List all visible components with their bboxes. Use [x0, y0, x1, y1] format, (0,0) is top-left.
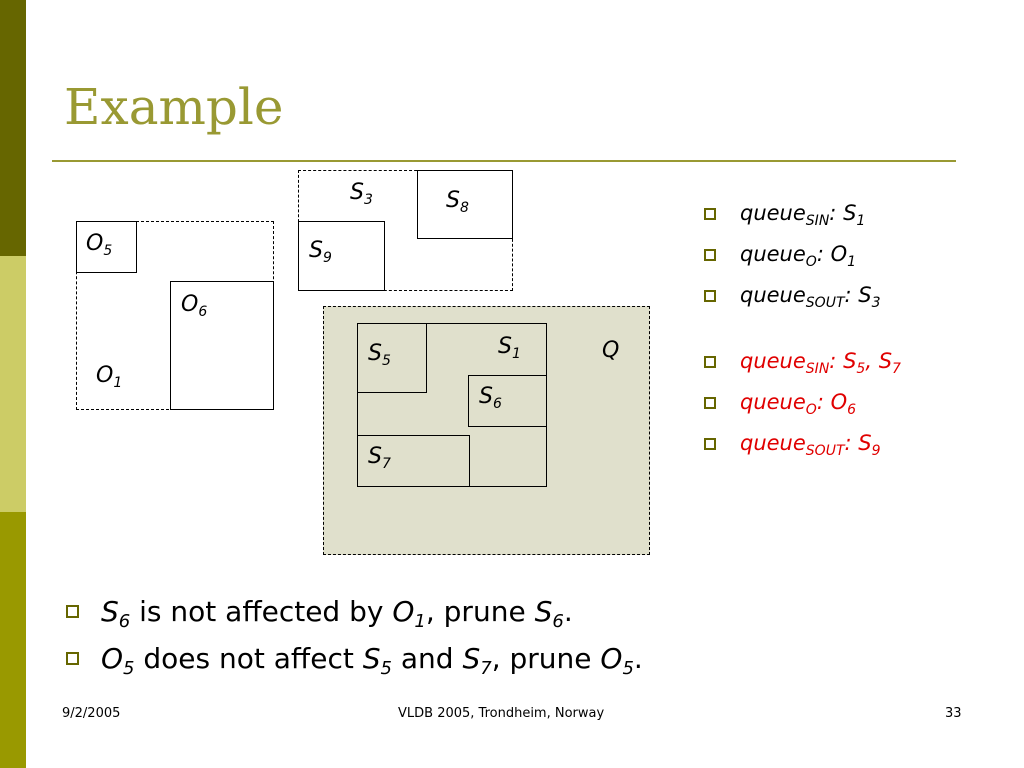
- label-s9: S9: [309, 238, 332, 266]
- rect-o5: [76, 221, 137, 273]
- label-o5: O5: [86, 231, 113, 259]
- bullet-square-icon: [704, 249, 716, 261]
- rect-s6: [468, 375, 547, 427]
- list-item: S6 is not affected by O1, prune S6.: [64, 592, 643, 639]
- label-s1: S1: [498, 334, 521, 362]
- query-region: [323, 306, 650, 555]
- label-s7: S7: [368, 444, 391, 472]
- label-o1: O1: [96, 363, 123, 391]
- slide-title: Example: [64, 78, 284, 136]
- rect-s7: [357, 435, 470, 487]
- list-item: queueO: O1: [702, 239, 881, 280]
- list-item: queueSIN: S1: [702, 198, 881, 239]
- rect-s9: [298, 221, 385, 291]
- footer-venue: VLDB 2005, Trondheim, Norway: [398, 706, 605, 721]
- list-item: queueSIN: S5, S7: [702, 346, 901, 387]
- label-s3: S3: [350, 180, 373, 208]
- label-s8: S8: [446, 188, 469, 216]
- rect-o6: [170, 281, 274, 410]
- rect-s5: [357, 323, 427, 393]
- bullet-square-icon: [66, 652, 79, 665]
- list-item: queueSOUT: S9: [702, 428, 901, 469]
- list-item: O5 does not affect S5 and S7, prune O5.: [64, 639, 643, 686]
- label-s5: S5: [368, 341, 391, 369]
- footer-date: 9/2/2005: [62, 706, 121, 721]
- conclusion-list: S6 is not affected by O1, prune S6. O5 d…: [64, 592, 643, 686]
- sidebar-stripe-bottom: [0, 512, 26, 768]
- queue-list-initial: queueSIN: S1 queueO: O1 queueSOUT: S3: [702, 198, 881, 321]
- bullet-square-icon: [66, 605, 79, 618]
- list-item: queueSOUT: S3: [702, 280, 881, 321]
- label-o6: O6: [181, 292, 208, 320]
- title-divider: [52, 160, 956, 162]
- bullet-square-icon: [704, 438, 716, 450]
- list-item: queueO: O6: [702, 387, 901, 428]
- sidebar-stripe-middle: [0, 256, 26, 512]
- rect-s8: [417, 170, 513, 239]
- footer-page-number: 33: [945, 706, 962, 721]
- bullet-square-icon: [704, 290, 716, 302]
- label-s6: S6: [479, 384, 502, 412]
- sidebar-stripe-top: [0, 0, 26, 256]
- bullet-square-icon: [704, 356, 716, 368]
- queue-list-updated: queueSIN: S5, S7 queueO: O6 queueSOUT: S…: [702, 346, 901, 469]
- label-q: Q: [602, 338, 620, 363]
- bullet-square-icon: [704, 397, 716, 409]
- bullet-square-icon: [704, 208, 716, 220]
